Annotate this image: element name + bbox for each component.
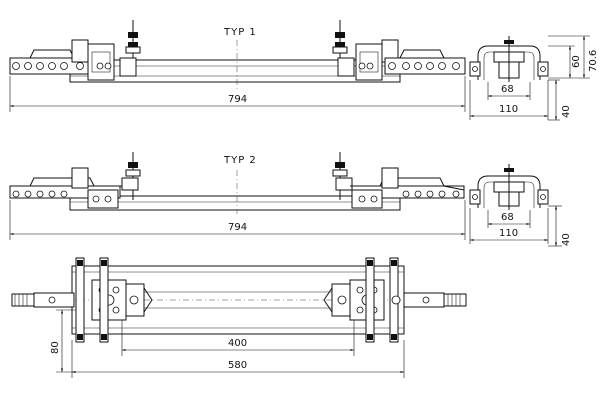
typ1-inner-width: 68 [501,84,514,95]
typ2-left-holes [12,190,112,203]
typ1-total-height: 70.6 [588,50,599,72]
typ1-side-view: TYP 1 [9,20,466,112]
top-overall-dimension: 580 [228,360,247,371]
typ1-left-bolt [119,20,141,77]
typ2-title: TYP 2 [223,155,257,166]
typ1-left-holes [12,62,112,70]
typ2-right-holes [358,190,460,203]
typ1-depth: 40 [561,105,572,118]
typ2-left-bolt [121,152,141,200]
typ2-side-view: TYP 2 [9,152,466,240]
top-left-clamp [75,257,153,343]
typ1-right-holes [358,62,460,70]
typ1-length-dimension: 794 [228,94,247,105]
typ1-mid-height: 60 [571,55,582,68]
typ2-depth: 40 [561,233,572,246]
typ2-inner-width: 68 [501,212,514,223]
top-right-clamp [323,257,399,343]
typ2-outer-width: 110 [499,228,518,239]
typ1-right-bolt [332,20,355,77]
top-view: 400 580 80 [11,257,467,378]
top-width-dimension: 80 [50,341,61,354]
typ1-outer-width: 110 [499,104,518,115]
typ1-title: TYP 1 [223,27,257,38]
typ2-right-bolt [332,152,353,200]
typ1-end-view: 68 110 60 70.6 40 [469,35,599,121]
typ2-length-dimension: 794 [228,222,247,233]
typ2-end-view: 68 110 40 [469,164,572,247]
top-centers-dimension: 400 [228,338,247,349]
